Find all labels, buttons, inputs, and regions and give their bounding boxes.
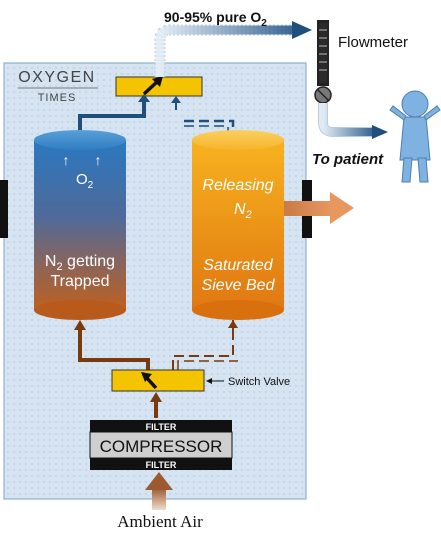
patient-icon [389, 90, 441, 183]
saturated-label: Saturated [203, 257, 273, 274]
oxygen-outlet-arrow [292, 21, 312, 39]
releasing-label: Releasing [202, 177, 273, 194]
filter-bottom-label: FILTER [146, 460, 177, 470]
flowmeter-label: Flowmeter [338, 34, 408, 51]
sieve-bed-label: Sieve Bed [202, 277, 276, 294]
svg-text:↑: ↑ [95, 152, 102, 168]
purity-label: 90-95% pure O2 [164, 9, 267, 29]
exhaust-arrow [284, 192, 354, 224]
oxygen-times-logo: OXYGEN TIMES [18, 69, 98, 104]
svg-text:↑: ↑ [63, 152, 70, 168]
exhaust-line [172, 326, 234, 370]
n2-trapped-label: N2 getting [45, 253, 115, 273]
svg-text:O2: O2 [76, 171, 94, 191]
n2-release-label: N2 [234, 201, 252, 221]
trapped-label: Trapped [51, 273, 110, 290]
ambient-air-label: Ambient Air [117, 512, 203, 531]
left-handle [0, 180, 8, 238]
left-outlet-pipe [78, 100, 146, 130]
right-sieve-cylinder [192, 130, 284, 320]
filter-top-label: FILTER [146, 422, 177, 432]
compressor-label: COMPRESSOR [100, 437, 223, 456]
left-sieve-cylinder [34, 130, 126, 320]
o2-rising-label: ↑ ↑ O2 [63, 152, 102, 191]
ambient-air-arrow [145, 472, 173, 510]
logo-line2: TIMES [38, 92, 77, 104]
patient-arrow [372, 125, 388, 139]
switch-valve [111, 369, 205, 392]
flowmeter-icon [314, 20, 332, 104]
to-patient-label: To patient [312, 151, 384, 168]
switch-valve-label: Switch Valve [228, 376, 290, 388]
logo-line1: OXYGEN [18, 69, 95, 86]
left-inlet-pipe [78, 326, 150, 378]
compressor-unit: FILTER COMPRESSOR FILTER [89, 420, 233, 470]
